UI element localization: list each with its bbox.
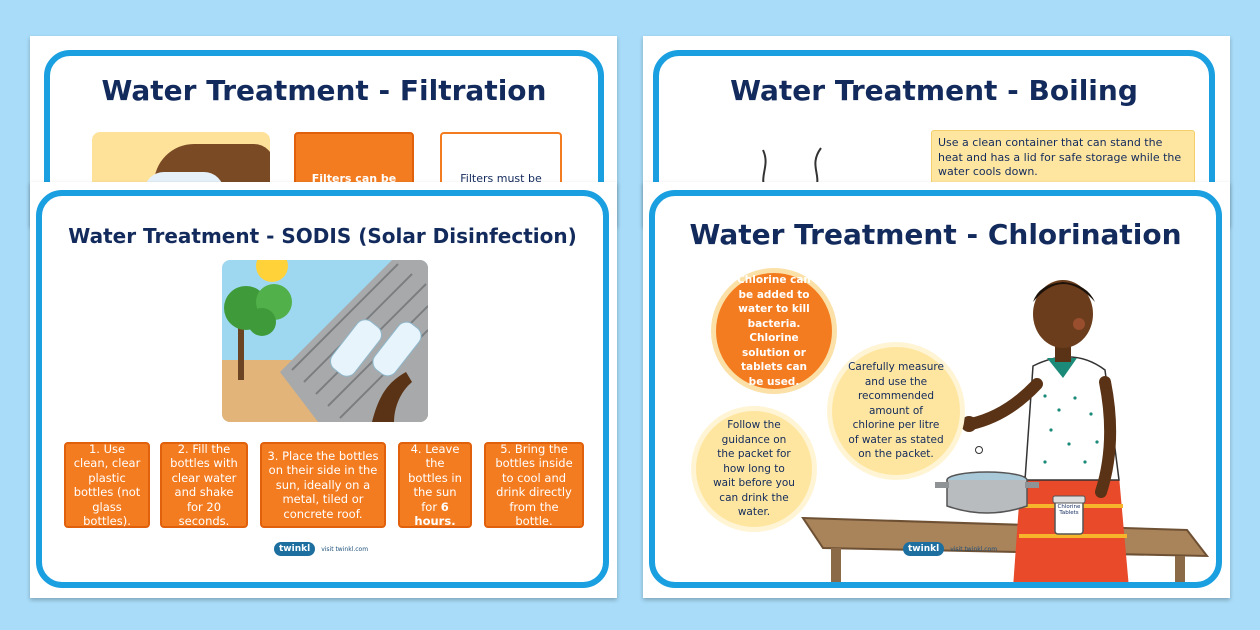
chlorination-title: Water Treatment - Chlorination bbox=[689, 218, 1182, 251]
sodis-illustration bbox=[222, 260, 428, 422]
boiling-note-text: Use a clean container that can stand the… bbox=[938, 136, 1182, 178]
sodis-step-5: 5. Bring the bottles inside to cool and … bbox=[484, 442, 584, 528]
sodis-step-2: 2. Fill the bottles with clear water and… bbox=[160, 442, 248, 528]
sodis-frame: Water Treatment - SODIS (Solar Disinfect… bbox=[36, 190, 609, 588]
sodis-step-4: 4. Leave the bottles in the sun for 6 ho… bbox=[398, 442, 472, 528]
sodis-step-2-text: 2. Fill the bottles with clear water and… bbox=[170, 441, 238, 529]
sodis-step-1: 1. Use clean, clear plastic bottles (not… bbox=[64, 442, 150, 528]
chlorination-circle-1: Chlorine can be added to water to kill b… bbox=[711, 268, 837, 394]
sodis-step-5-text: 5. Bring the bottles inside to cool and … bbox=[495, 441, 573, 529]
boiling-title: Water Treatment - Boiling bbox=[730, 74, 1138, 107]
chlorination-illustration bbox=[801, 280, 1210, 582]
chlorination-frame: Water Treatment - Chlorination bbox=[649, 190, 1222, 588]
chlorination-circle-2-text: Carefully measure and use the recommende… bbox=[848, 361, 944, 461]
sodis-step-4-main: 4. Leave the bottles in the sun for bbox=[408, 441, 462, 514]
chlorination-circle-3-text: Follow the guidance on the packet for ho… bbox=[713, 419, 795, 519]
filtration-box-white-text: Filters must be bbox=[460, 172, 542, 185]
chlorination-circle-2: Carefully measure and use the recommende… bbox=[827, 342, 965, 480]
boiling-note: Use a clean container that can stand the… bbox=[931, 130, 1195, 184]
twinkl-logo-2: twinkl bbox=[903, 542, 945, 556]
chlorination-circle-3: Follow the guidance on the packet for ho… bbox=[691, 406, 817, 532]
sodis-scene bbox=[222, 260, 428, 422]
sodis-logo: twinkl visit twinkl.com bbox=[274, 542, 368, 556]
sodis-step-3-text: 3. Place the bottles on their side in th… bbox=[267, 448, 379, 521]
sodis-step-4-bold: 6 hours. bbox=[414, 499, 456, 529]
chlorination-poster: Water Treatment - Chlorination bbox=[643, 182, 1230, 598]
sodis-step-4-text: 4. Leave the bottles in the sun for 6 ho… bbox=[404, 442, 466, 529]
chlorination-logo: twinkl visit twinkl.com bbox=[903, 542, 997, 556]
sodis-poster: Water Treatment - SODIS (Solar Disinfect… bbox=[30, 182, 617, 598]
sodis-step-1-text: 1. Use clean, clear plastic bottles (not… bbox=[73, 441, 141, 529]
twinkl-url: visit twinkl.com bbox=[321, 545, 369, 553]
twinkl-url-2: visit twinkl.com bbox=[950, 545, 998, 553]
twinkl-logo: twinkl bbox=[274, 542, 316, 556]
filtration-title: Water Treatment - Filtration bbox=[101, 74, 547, 107]
chlorine-jar-label: Chlorine Tablets bbox=[1057, 504, 1081, 516]
sodis-step-3: 3. Place the bottles on their side in th… bbox=[260, 442, 386, 528]
sodis-title: Water Treatment - SODIS (Solar Disinfect… bbox=[68, 224, 577, 248]
chlorination-circle-1-text: Chlorine can be added to water to kill b… bbox=[737, 274, 811, 388]
